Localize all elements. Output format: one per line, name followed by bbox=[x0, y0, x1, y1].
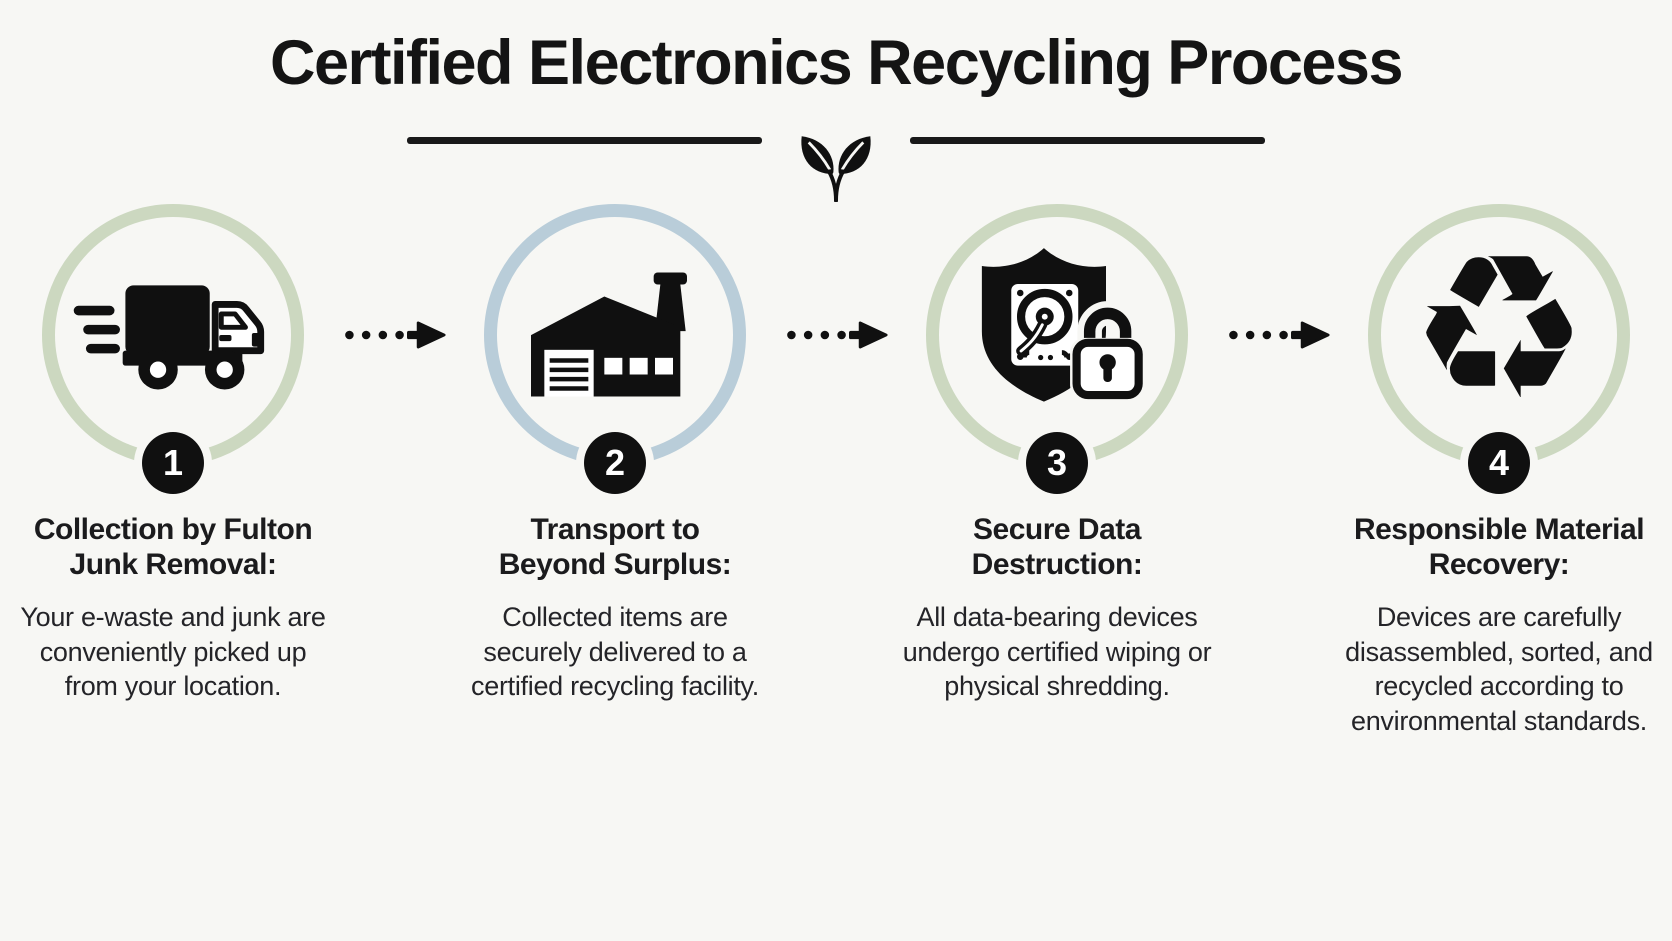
step-4-title-line1: Responsible Material bbox=[1353, 513, 1645, 547]
step-4-number-badge: 4 bbox=[1468, 432, 1530, 495]
step-2-description: Collected items are securely delivered t… bbox=[471, 602, 759, 702]
leaf-sprout-icon bbox=[792, 118, 880, 207]
step-3-title-line1: Secure Data bbox=[973, 513, 1141, 547]
secure-data-shield-lock-icon bbox=[959, 243, 1155, 428]
dotted-arrow-icon bbox=[1226, 320, 1330, 355]
delivery-truck-icon bbox=[71, 265, 275, 406]
step-4-circle: ♻ bbox=[1368, 204, 1630, 467]
step-2-number-badge: 2 bbox=[584, 432, 646, 495]
step-3-description: All data-bearing devices undergo certifi… bbox=[902, 602, 1212, 702]
step-4-title-line2: Recovery: bbox=[1428, 548, 1570, 582]
recycling-facility-icon bbox=[515, 259, 715, 411]
step-2-title-line1: Transport to bbox=[530, 513, 700, 547]
step-3-title: Secure Data Destruction: bbox=[972, 512, 1143, 582]
dotted-arrow-icon bbox=[784, 320, 888, 355]
dotted-arrow-icon bbox=[342, 320, 446, 355]
header: Certified Electronics Recycling Process bbox=[0, 0, 1672, 203]
divider-line-left bbox=[407, 136, 762, 144]
page-title: Certified Electronics Recycling Process bbox=[270, 28, 1403, 98]
step-1-description: Your e-waste and junk are conveniently p… bbox=[20, 602, 326, 702]
step-1-title-line1: Collection by Fulton bbox=[33, 513, 313, 547]
step-1: 1 Collection by Fulton Junk Removal: You… bbox=[4, 204, 342, 704]
recycle-arrows-icon: ♻ bbox=[1409, 212, 1589, 446]
step-2-title: Transport to Beyond Surplus: bbox=[499, 512, 732, 582]
process-steps: 1 Collection by Fulton Junk Removal: You… bbox=[0, 204, 1672, 738]
step-4: ♻ 4 Responsible Material Recovery: Devic… bbox=[1330, 204, 1668, 738]
step-2-title-line2: Beyond Surplus: bbox=[498, 548, 732, 582]
divider-line-right bbox=[910, 136, 1265, 144]
step-2: 2 Transport to Beyond Surplus: Collected… bbox=[446, 204, 784, 704]
step-2-circle bbox=[484, 204, 746, 467]
step-1-circle bbox=[42, 204, 304, 467]
step-1-title-line2: Junk Removal: bbox=[69, 548, 277, 582]
step-4-title: Responsible Material Recovery: bbox=[1353, 512, 1645, 582]
step-3-number-badge: 3 bbox=[1026, 432, 1088, 495]
title-divider bbox=[0, 118, 1672, 203]
step-1-title: Collection by Fulton Junk Removal: bbox=[33, 512, 313, 582]
step-1-number-badge: 1 bbox=[142, 432, 204, 495]
step-3-title-line2: Destruction: bbox=[971, 548, 1143, 582]
step-4-description: Devices are carefully disassembled, sort… bbox=[1345, 602, 1653, 736]
step-3: 3 Secure Data Destruction: All data-bear… bbox=[888, 204, 1226, 704]
step-3-circle bbox=[926, 204, 1188, 467]
